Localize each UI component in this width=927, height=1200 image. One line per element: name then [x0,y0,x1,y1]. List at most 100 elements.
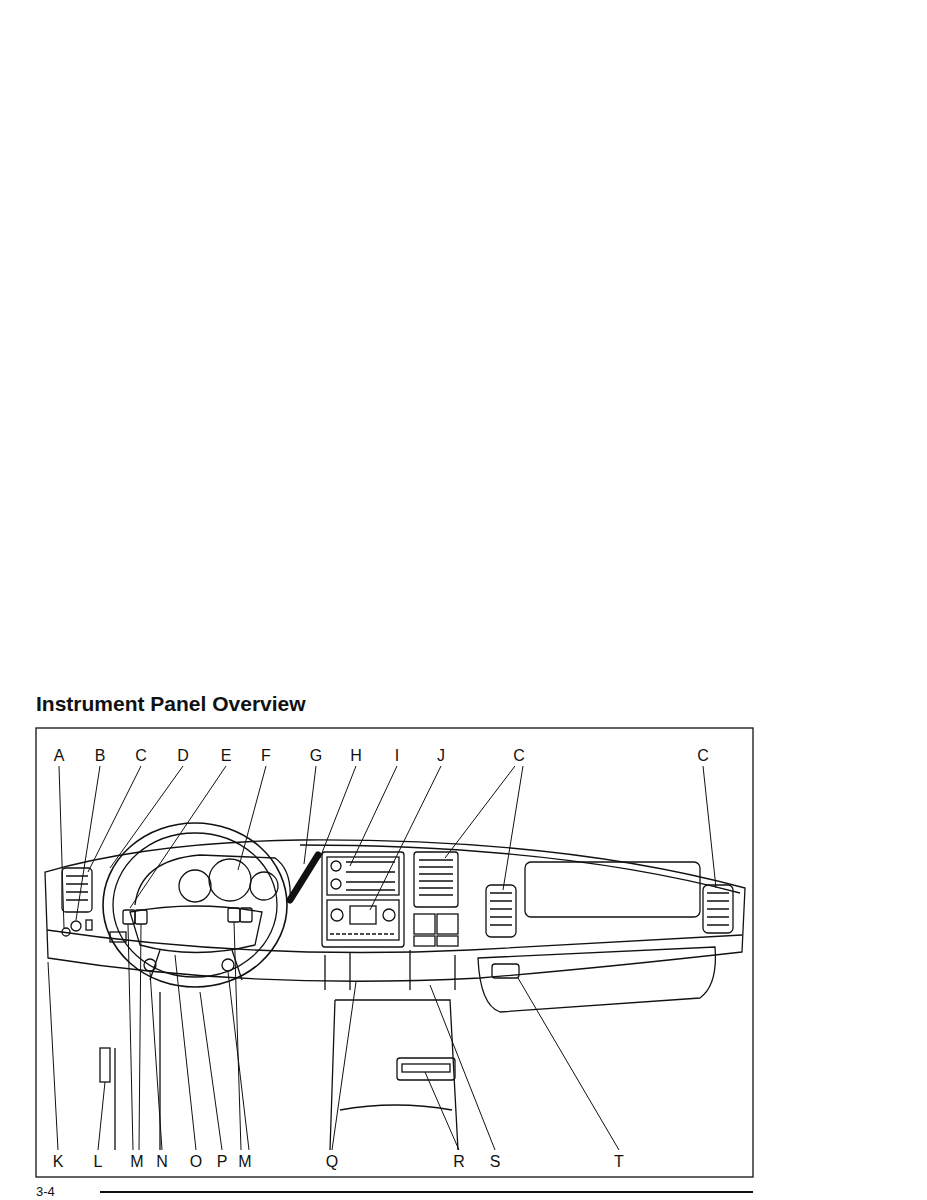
steering-wheel [103,823,287,987]
leader-line [703,766,716,888]
callout-letter: R [452,1153,466,1171]
radio [327,857,399,895]
glovebox-latch [492,964,519,978]
vent-slats [419,860,453,895]
callout-letter: O [189,1153,203,1171]
callout-letter: S [489,1153,502,1171]
speedometer [209,859,251,901]
steering-hub [130,906,262,953]
callout-letter: K [52,1153,65,1171]
headlamp-knob [71,921,81,931]
dashboard-crease [47,930,742,953]
leader-line [332,982,356,1150]
page-number: 3-4 [36,1184,55,1199]
page-rule [100,1191,753,1193]
steering-wheel-inner [113,833,277,977]
leader-line [76,766,100,920]
switch-blank [437,936,458,946]
leader-line [88,766,141,872]
callout-letter: G [309,747,323,765]
vent [486,885,516,937]
wheel-control [135,910,147,924]
pedal [100,1048,110,1082]
switch-blank [414,914,435,934]
callout-letter: A [53,747,66,765]
leader-line [445,766,515,858]
leader-line [425,1072,459,1150]
switch-blank [437,914,458,934]
callout-letter: C [696,747,710,765]
callout-letter: C [134,747,148,765]
radio-knob [331,861,341,871]
wheel-button [222,959,234,971]
climate-buttons [330,933,396,934]
radio-buttons [346,862,395,890]
leader-line [110,766,183,868]
vent-slats [490,893,512,925]
leader-line [430,985,495,1150]
upper-glovebox [525,862,700,917]
leader-line [48,962,58,1150]
leader-line [518,978,619,1150]
figure-frame [36,728,753,1177]
leader-line [59,766,64,928]
leader-line [228,922,249,1150]
climate-knob [383,909,395,921]
leader-lines [48,766,716,1150]
console-front [325,950,455,990]
leader-line [370,766,441,910]
climate-display [350,906,376,924]
callout-letter: J [436,747,446,765]
center-vent [414,852,458,907]
leader-line [98,1082,105,1150]
callout-letter: N [155,1153,169,1171]
switch-blank [414,936,435,946]
callout-letter: E [220,747,233,765]
callout-letter: Q [325,1153,339,1171]
wheel-control [228,908,240,922]
callout-letter: H [349,747,363,765]
leader-line [320,766,356,858]
glovebox [478,947,715,1012]
console-lid [340,1105,452,1110]
leader-line [175,955,196,1150]
switch [86,920,92,930]
cupholder [397,1058,455,1080]
callout-letter: C [512,747,526,765]
callout-letter: T [613,1153,625,1171]
vent-slats [707,893,729,925]
left-vent [62,868,92,912]
cluster-hood [135,855,290,905]
leader-line [350,766,397,866]
leader-line [238,766,266,870]
console [330,1000,458,1150]
climate-knob [331,909,343,921]
climate-control [327,900,399,940]
callout-letter: I [394,747,400,765]
callout-letter: B [94,747,107,765]
page-title: Instrument Panel Overview [36,692,306,716]
gauge [179,870,211,902]
callout-letter: F [260,747,272,765]
vent-slats [66,876,88,900]
leader-line [130,766,226,908]
leader-line [304,766,316,864]
callout-letter: L [93,1153,104,1171]
leader-line [503,766,523,890]
dashboard-outline [45,840,745,981]
callout-letter: M [237,1153,252,1171]
wheel-control [240,908,252,922]
callout-letter: D [176,747,190,765]
radio-knob [331,879,341,889]
callout-letter: M [129,1153,144,1171]
vent [703,885,733,933]
wheel-button [144,959,156,971]
knob [62,928,70,936]
callout-letter: P [216,1153,229,1171]
cupholder-slot [402,1064,450,1072]
wheel-control [123,910,135,924]
leader-line [128,924,141,1150]
leader-line [150,972,162,1150]
leader-line [200,992,222,1150]
